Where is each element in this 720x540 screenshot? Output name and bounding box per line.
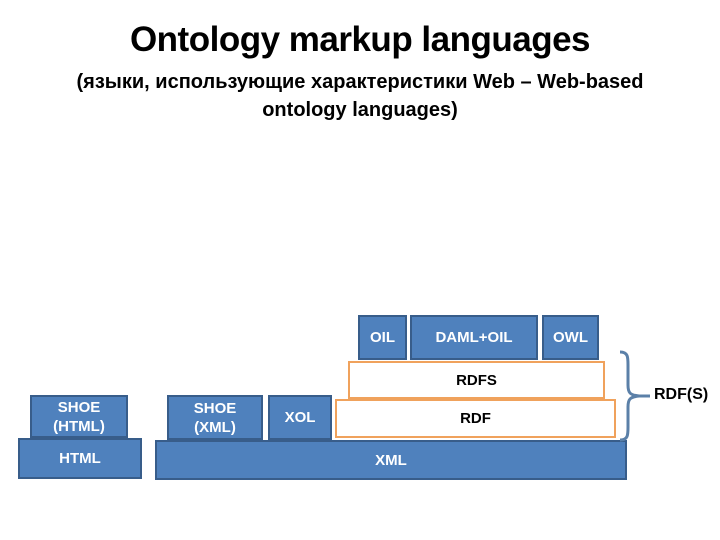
subtitle-line-1: (языки, использующие характеристики Web … bbox=[76, 71, 644, 93]
page-title: Ontology markup languages bbox=[129, 20, 591, 59]
box-shoe-html-line-1: SHOE bbox=[57, 398, 101, 416]
box-rdfs: RDFS bbox=[348, 361, 605, 399]
box-html: HTML bbox=[18, 438, 142, 479]
box-oil: OIL bbox=[358, 315, 407, 360]
box-daml-oil: DAML+OIL bbox=[410, 315, 538, 360]
brace-icon bbox=[619, 350, 650, 442]
box-xol: XOL bbox=[268, 395, 332, 440]
page-subtitle: (языки, использующие характеристики Web … bbox=[0, 68, 720, 124]
box-xml: XML bbox=[155, 440, 627, 480]
box-owl: OWL bbox=[542, 315, 599, 360]
box-shoe-html: SHOE (HTML) bbox=[30, 395, 128, 438]
box-shoe-html-line-2: (HTML) bbox=[53, 417, 105, 435]
box-shoe-xml-line-2: (XML) bbox=[194, 418, 236, 436]
box-rdf: RDF bbox=[335, 399, 616, 438]
brace-label: RDF(S) bbox=[654, 386, 709, 403]
subtitle-line-2: ontology languages) bbox=[262, 99, 458, 121]
box-shoe-xml: SHOE (XML) bbox=[167, 395, 263, 440]
box-shoe-xml-line-1: SHOE bbox=[193, 399, 237, 417]
